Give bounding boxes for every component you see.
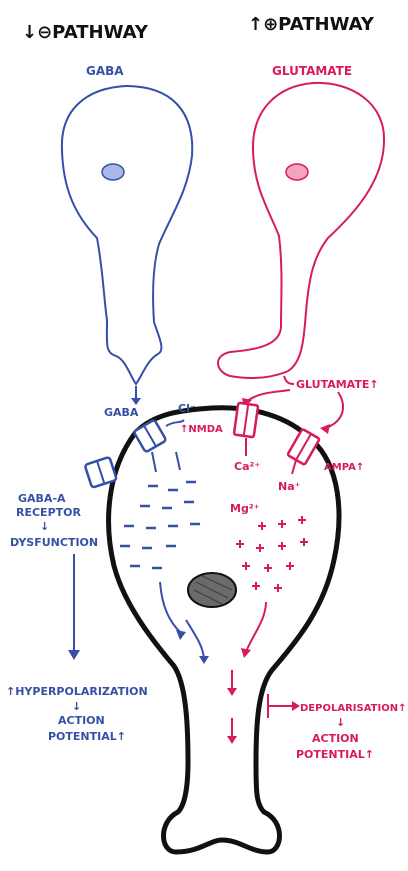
depolarization-flow-arrowhead [241, 648, 251, 658]
ampa-receptor [287, 429, 319, 465]
gaba-neuron-nucleus [102, 164, 124, 180]
gaba-a-receptor-label-line2: RECEPTOR [16, 506, 81, 519]
calcium-label: Ca²⁺ [234, 460, 260, 473]
glutamate-to-ampa-arrow [326, 392, 343, 428]
depolarisation-result-arrow: ↓ [336, 716, 345, 729]
dysfunction-arrow-small: ↓ [40, 520, 49, 533]
depolarization-flow-arrowhead [227, 688, 237, 696]
glutamate-release-arrow [284, 376, 294, 384]
postsynaptic-neuron [109, 408, 339, 852]
chloride-influx-arrow [176, 452, 180, 470]
gaba-channel-receptor [134, 420, 167, 453]
action-potential-right-line2: POTENTIAL↑ [296, 748, 374, 761]
action-potential-right-line1: ACTION [312, 732, 359, 745]
gaba-neuron-label: GABA [86, 64, 124, 78]
depolarisation-label: DEPOLARISATION↑ [300, 703, 406, 714]
magnesium-label: Mg²⁺ [230, 502, 260, 515]
chloride-influx-arrow [152, 452, 156, 472]
glutamate-neuron-label: GLUTAMATE [272, 64, 352, 78]
depolarization-flow-arrow [246, 602, 266, 652]
chloride-label: Cl⁻ [178, 402, 196, 415]
sodium-influx-arrow [292, 460, 296, 474]
gaba-a-receptor-label-line1: GABA-A [18, 492, 66, 505]
depolarization-flow-arrowhead [227, 736, 237, 744]
nmda-receptor [234, 403, 258, 437]
glutamate-to-ampa-arrowhead [320, 424, 330, 434]
hyperpolarization-result-arrow: ↓ [72, 700, 81, 713]
hyperpolarization-flow-arrowhead [199, 656, 209, 664]
glutamate-release-label: GLUTAMATE↑ [296, 378, 379, 391]
hyperpolarization-label: ↑HYPERPOLARIZATION [6, 685, 148, 698]
dysfunction-arrowhead [68, 650, 80, 660]
gaba-presynaptic-neuron [62, 86, 192, 384]
action-potential-left-line2: POTENTIAL↑ [48, 730, 126, 743]
right-pathway-title: ↑⊕PATHWAY [248, 14, 375, 35]
left-pathway-title: ↓⊖PATHWAY [22, 22, 149, 43]
glutamate-to-nmda-arrow [246, 390, 290, 402]
action-potential-left-line1: ACTION [58, 714, 105, 727]
hyperpolarization-flow-arrow [186, 620, 204, 660]
nmda-label: ↑NMDA [180, 424, 223, 435]
glutamate-neuron-nucleus [286, 164, 308, 180]
depolarization-pointer-arrowhead [292, 701, 300, 711]
dysfunction-label: DYSFUNCTION [10, 536, 98, 549]
gaba-release-arrowhead [131, 398, 141, 405]
positive-charges [236, 516, 308, 592]
ampa-label: AMPA↑ [324, 462, 364, 473]
gaba-release-label: GABA [104, 406, 139, 419]
glutamate-presynaptic-neuron [218, 83, 384, 378]
sodium-label: Na⁺ [278, 480, 301, 493]
negative-charges [120, 482, 200, 568]
hyperpolarization-flow-arrow [160, 582, 180, 632]
hyperpolarization-flow-arrowhead [176, 630, 186, 640]
